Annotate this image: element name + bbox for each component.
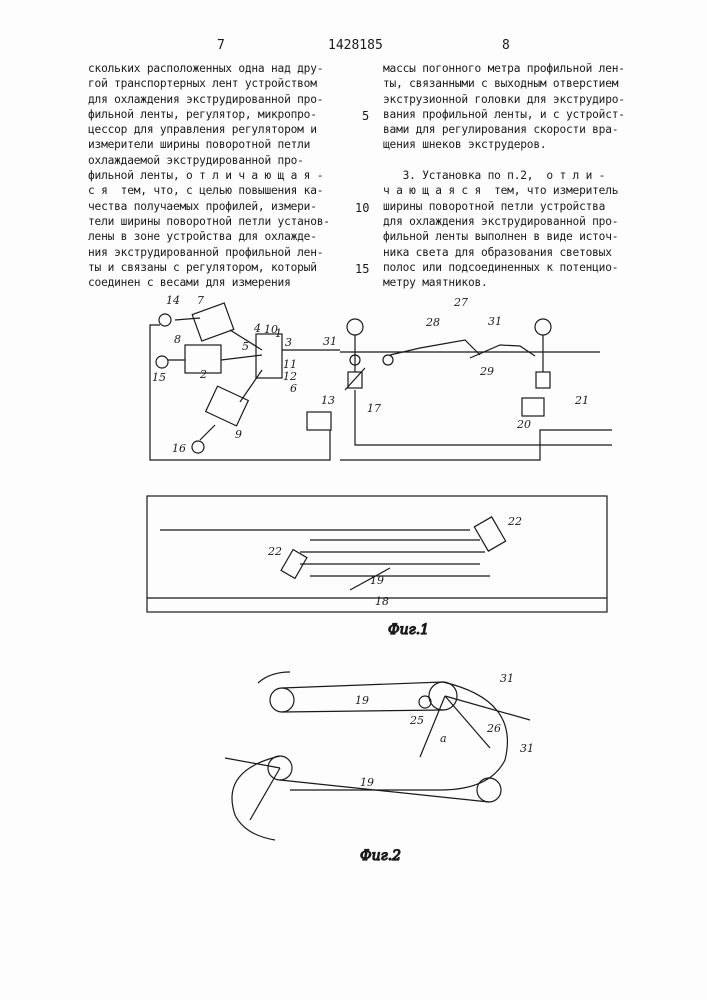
figure-label: 26 — [486, 722, 501, 735]
figure-label: 19 — [360, 776, 374, 789]
figure-label: 8 — [174, 333, 181, 346]
figure-label: 31 — [520, 742, 534, 755]
figure-label: 7 — [197, 294, 204, 307]
figure-label: 22 — [507, 515, 522, 528]
figure-label: 19 — [370, 574, 384, 587]
figure-label: 21 — [574, 394, 589, 407]
figure-label: 27 — [453, 296, 468, 309]
figure-label: 31 — [500, 672, 514, 685]
figure-2 — [225, 672, 530, 840]
figure-label: 19 — [355, 694, 369, 707]
figure-label: 2 — [199, 368, 207, 381]
figure-label: a — [440, 732, 447, 745]
figure-label: 25 — [409, 714, 424, 727]
figure-1 — [147, 303, 612, 612]
figure-label: 13 — [321, 394, 335, 407]
figure-label: 16 — [172, 442, 186, 455]
figure-label: 4 — [253, 322, 261, 335]
figure-label: 18 — [375, 595, 389, 608]
figure-label: 9 — [235, 428, 242, 441]
figure-2-caption: Фиг.2 — [360, 848, 401, 864]
figure-label: 15 — [152, 371, 166, 384]
figure-label: 28 — [425, 316, 440, 329]
figure-label: 6 — [290, 382, 297, 395]
figure-label: 29 — [479, 365, 494, 378]
figure-label: 1 — [275, 327, 282, 340]
figure-label: 22 — [267, 545, 282, 558]
figure-label: 31 — [323, 335, 337, 348]
figure-label: 17 — [367, 402, 381, 415]
figure-label: 20 — [516, 418, 531, 431]
figure-label: 14 — [166, 294, 180, 307]
figure-label: 3 — [285, 336, 292, 349]
figure-label: 31 — [488, 315, 502, 328]
figure-1-caption: Фиг.1 — [388, 622, 429, 638]
figure-label: 5 — [242, 340, 249, 353]
